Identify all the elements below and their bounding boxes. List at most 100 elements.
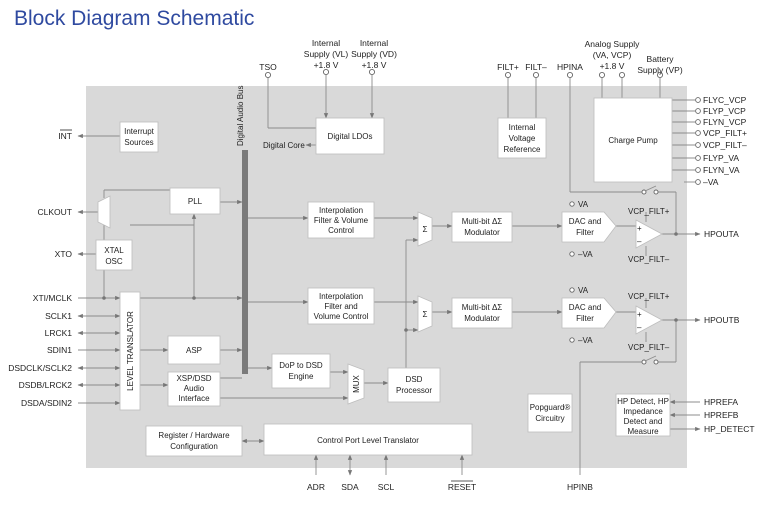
- pin-hpina: HPINA: [557, 62, 583, 72]
- dac-b-block: DAC and Filter: [561, 297, 617, 329]
- level-translator-block: LEVEL TRANSLATOR: [119, 291, 141, 411]
- block-text: OSC: [105, 257, 123, 266]
- block-text: Configuration: [170, 442, 218, 451]
- pin-filt-plus: FILT+: [497, 62, 519, 72]
- interp-b-block: Interpolation Filter and Volume Control: [307, 287, 375, 325]
- block-text: DAC and: [569, 217, 601, 226]
- block-text: Register / Hardware: [158, 431, 230, 440]
- interp-a-block: Interpolation Filter & Volume Control: [307, 201, 375, 239]
- block-text: HP Detect, HP: [617, 397, 669, 406]
- pin-sdin1: SDIN1: [47, 345, 72, 355]
- dop-to-dsd-block: DoP to DSD Engine: [271, 353, 331, 389]
- pin-hprefa: HPREFA: [704, 397, 738, 407]
- block-text: DAC and: [569, 303, 601, 312]
- amp-a-filt-minus: VCP_FILT–: [628, 255, 670, 264]
- pin-neg-va: –VA: [703, 177, 719, 187]
- block-text: Interrupt: [124, 127, 155, 136]
- pin-hpoutb: HPOUTB: [704, 315, 740, 325]
- pin-flyn-vcp: FLYN_VCP: [703, 117, 747, 127]
- pin-scl: SCL: [378, 482, 395, 492]
- pin-hpinb: HPINB: [567, 482, 593, 492]
- va-b-label: VA: [578, 286, 589, 295]
- pin-clkout: CLKOUT: [38, 207, 72, 217]
- pin-flyp-vcp: FLYP_VCP: [703, 106, 746, 116]
- block-text: Modulator: [464, 228, 500, 237]
- digital-ldos-block: Digital LDOs: [315, 117, 385, 155]
- block-text: Circuitry: [535, 414, 564, 423]
- amp-b-plus: +: [637, 310, 642, 319]
- pin-vp-line: Battery: [647, 54, 675, 64]
- pin-va-vcp-line: +1.8 V: [600, 61, 625, 71]
- dsd-processor-block: DSD Processor: [387, 367, 441, 403]
- modulator-a-block: Multi-bit ΔΣ Modulator: [451, 211, 513, 243]
- block-text: Multi-bit ΔΣ: [462, 303, 503, 312]
- left-pins: INT CLKOUT XTO XTI/MCLK SCLK1 LRCK1 SDIN…: [8, 129, 73, 408]
- block-text: XTAL: [104, 246, 124, 255]
- block-text: Control Port Level Translator: [317, 436, 419, 445]
- xtal-osc-block: XTAL OSC: [95, 239, 133, 271]
- pin-xti-mclk: XTI/MCLK: [33, 293, 73, 303]
- pin-vl-line: Supply (VL): [304, 49, 349, 59]
- block-text: PLL: [188, 197, 203, 206]
- amp-a-minus: –: [637, 237, 642, 246]
- mux-block: MUX: [347, 363, 365, 405]
- pin-vl-line: Internal: [312, 38, 340, 48]
- pin-va-vcp-line: Analog Supply: [585, 39, 641, 49]
- pin-va-vcp-line: (VA, VCP): [593, 50, 632, 60]
- pin-dsdb-lrck2: DSDB/LRCK2: [19, 380, 73, 390]
- pin-dsdclk-sclk2: DSDCLK/SCLK2: [8, 363, 72, 373]
- block-text: Filter and: [324, 302, 357, 311]
- block-text: Audio: [184, 384, 205, 393]
- dac-supply-labels: VA –VA VA –VA: [569, 200, 593, 345]
- block-text: Digital LDOs: [328, 132, 373, 141]
- block-text: Σ: [423, 225, 428, 234]
- block-text: Σ: [423, 310, 428, 319]
- block-text: Engine: [289, 372, 314, 381]
- neg-va-a-label: –VA: [578, 250, 593, 259]
- page-title: Block Diagram Schematic: [14, 7, 255, 30]
- pin-reset: RESET: [448, 482, 476, 492]
- switches: [641, 185, 659, 365]
- clkout-mux: [97, 195, 111, 229]
- asp-block: ASP: [167, 335, 221, 365]
- pin-vl-line: +1.8 V: [314, 60, 339, 70]
- pin-vcp-filt-plus: VCP_FILT+: [703, 128, 747, 138]
- pin-filt-minus: FILT–: [525, 62, 547, 72]
- va-a-label: VA: [578, 200, 589, 209]
- pin-flyc-vcp: FLYC_VCP: [703, 95, 747, 105]
- digital-audio-bus-label: Digital Audio Bus: [236, 86, 245, 146]
- popguard-block: Popguard® Circuitry: [527, 393, 573, 433]
- pin-tso: TSO: [259, 62, 277, 72]
- block-text: Filter & Volume: [314, 216, 369, 225]
- block-text: Interface: [178, 394, 210, 403]
- pin-hpouta: HPOUTA: [704, 229, 739, 239]
- right-pins: FLYC_VCP FLYP_VCP FLYN_VCP VCP_FILT+ VCP…: [695, 95, 755, 434]
- block-text: Reference: [504, 145, 541, 154]
- block-text: Modulator: [464, 314, 500, 323]
- digital-audio-bus: [242, 150, 248, 374]
- hp-amp-b: VCP_FILT+ VCP_FILT– + –: [628, 292, 670, 352]
- amp-b-filt-minus: VCP_FILT–: [628, 343, 670, 352]
- pin-vd-line: Internal: [360, 38, 388, 48]
- pin-lrck1: LRCK1: [45, 328, 73, 338]
- block-text: Popguard®: [530, 403, 571, 412]
- amp-a-filt-plus: VCP_FILT+: [628, 207, 670, 216]
- block-text: Voltage: [509, 134, 536, 143]
- digital-core-label: Digital Core: [263, 141, 305, 150]
- pin-dsda-sdin2: DSDA/SDIN2: [21, 398, 72, 408]
- block-text: Processor: [396, 386, 432, 395]
- sigma-b-block: Σ: [417, 295, 433, 333]
- top-pins: TSO Internal Supply (VL) +1.8 V Internal…: [259, 38, 683, 79]
- pin-hprefb: HPREFB: [704, 410, 739, 420]
- internal-voltage-reference-block: Internal Voltage Reference: [497, 117, 547, 159]
- block-text: Detect and: [624, 417, 663, 426]
- block-text: ASP: [186, 346, 202, 355]
- control-port-block: Control Port Level Translator: [263, 423, 473, 456]
- bottom-pins: ADR SDA SCL RESET HPINB: [307, 480, 593, 492]
- block-text: Measure: [627, 427, 659, 436]
- hp-detect-block: HP Detect, HP Impedance Detect and Measu…: [615, 393, 671, 437]
- pin-sda: SDA: [341, 482, 359, 492]
- pin-vd-line: Supply (VD): [351, 49, 397, 59]
